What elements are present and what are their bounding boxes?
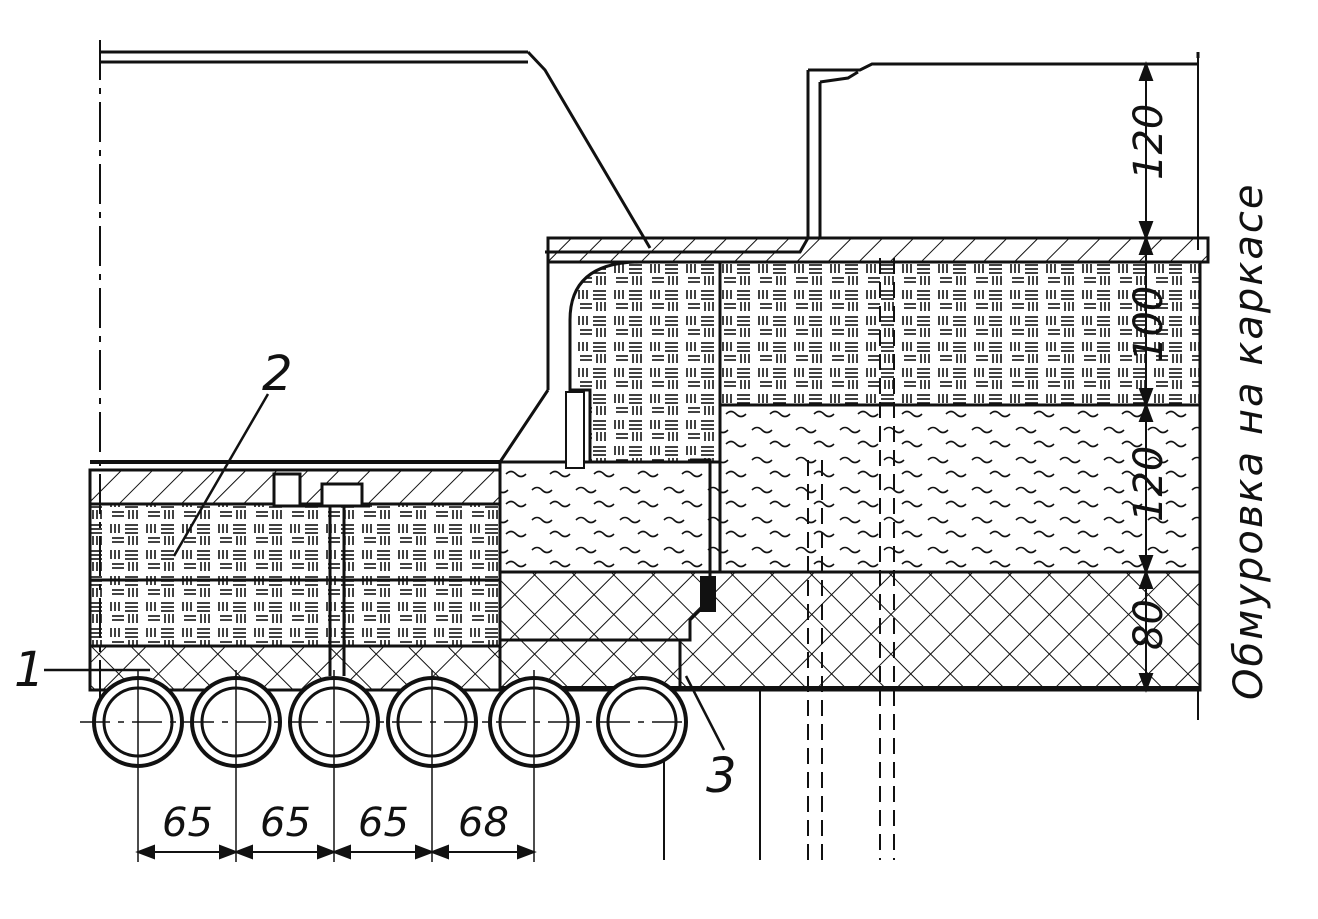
right-dimension-line <box>1138 61 1154 693</box>
dim-right-4: 80 <box>1126 599 1172 650</box>
dim-right-3: 120 <box>1126 446 1172 522</box>
dim-right-1: 120 <box>1126 104 1172 180</box>
side-label: Обмуровка на каркасе <box>1226 182 1272 700</box>
dim-bottom-2: 65 <box>260 800 311 846</box>
dim-bottom-3: 65 <box>358 800 409 846</box>
dim-bottom-4: 68 <box>458 800 509 846</box>
callout-2: 2 <box>262 346 293 402</box>
upper-outline <box>99 40 1200 700</box>
callout-1: 1 <box>14 642 45 698</box>
bottom-dimension-line <box>135 844 537 860</box>
tube-centerlines <box>80 670 690 862</box>
dim-bottom-1: 65 <box>162 800 213 846</box>
callout-3: 3 <box>706 748 737 804</box>
dim-right-2: 100 <box>1126 286 1172 362</box>
anchor-bolt <box>272 472 370 676</box>
tube-1 <box>92 676 184 768</box>
callout-leaders <box>44 393 726 751</box>
upper-right-block <box>498 236 1210 692</box>
top-casing-plate <box>545 62 1198 254</box>
